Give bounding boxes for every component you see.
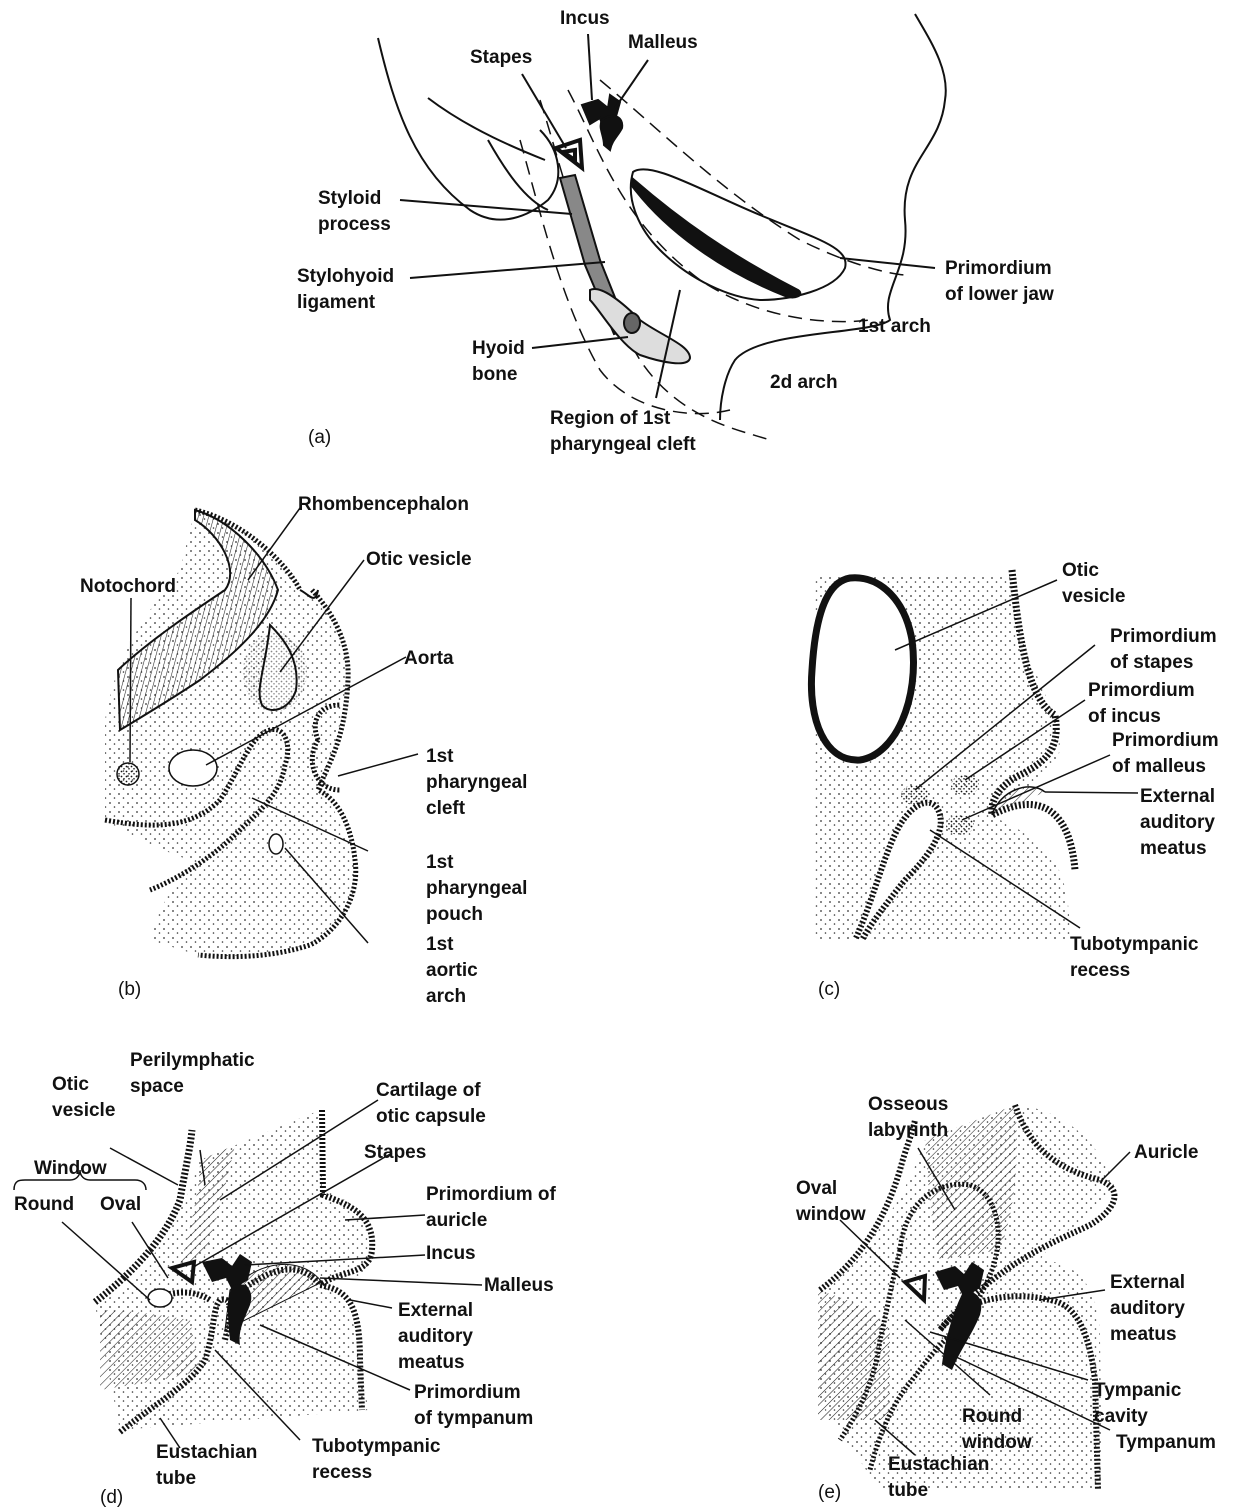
panel-d-tag: (d)	[100, 1485, 123, 1511]
panel-d-label-round: Round	[14, 1192, 74, 1218]
panel-d-label-oval: Oval	[100, 1192, 141, 1218]
panel-a-label-styloid-process: Styloid process	[318, 186, 391, 238]
panel-d-label-cartilage-otic-capsule: Cartilage of otic capsule	[376, 1078, 486, 1130]
panel-c-tag: (c)	[818, 977, 840, 1003]
panel-a-label-stapes: Stapes	[470, 45, 532, 71]
panel-a-label-2d-arch: 2d arch	[770, 370, 838, 396]
panel-a-tag: (a)	[308, 425, 331, 451]
panel-a-label-primordium-lower-jaw: Primordium of lower jaw	[945, 256, 1054, 308]
panel-b-label-aortic-arch: 1st aortic arch	[426, 932, 478, 1010]
panel-c-label-primordium-incus: Primordium of incus	[1088, 678, 1195, 730]
panel-d-label-primordium-auricle: Primordium of auricle	[426, 1182, 556, 1234]
panel-a-label-hyoid-bone: Hyoid bone	[472, 336, 525, 388]
panel-d-label-primordium-tympanum: Primordium of tympanum	[414, 1380, 533, 1432]
panel-e-label-tympanic-cavity: Tympanic cavity	[1094, 1378, 1181, 1430]
panel-d-label-external-auditory-meatus: External auditory meatus	[398, 1298, 473, 1376]
panel-b-label-pharyngeal-pouch: 1st pharyngeal pouch	[426, 850, 527, 928]
panel-a-label-1st-arch: 1st arch	[858, 314, 931, 340]
panel-b-label-aorta: Aorta	[404, 646, 454, 672]
panel-a-label-malleus: Malleus	[628, 30, 698, 56]
panel-b-label-notochord: Notochord	[80, 574, 176, 600]
panel-a-label-region-cleft: Region of 1st pharyngeal cleft	[550, 406, 696, 458]
panel-e-tag: (e)	[818, 1480, 841, 1506]
panel-b-tag: (b)	[118, 977, 141, 1003]
panel-b-label-otic-vesicle: Otic vesicle	[366, 547, 472, 573]
panel-a-label-stylohyoid-ligament: Stylohyoid ligament	[297, 264, 394, 316]
panel-e-label-tympanum: Tympanum	[1116, 1430, 1216, 1456]
panel-d-label-eustachian-tube: Eustachian tube	[156, 1440, 257, 1492]
panel-d-label-tubotympanic-recess: Tubotympanic recess	[312, 1434, 440, 1486]
panel-d-label-malleus: Malleus	[484, 1273, 554, 1299]
panel-d-label-window: Window	[34, 1156, 107, 1182]
panel-c-label-external-auditory-meatus: External auditory meatus	[1140, 784, 1215, 862]
panel-e-label-osseous-labyrinth: Osseous labyrinth	[868, 1092, 948, 1144]
panel-e-label-oval-window: Oval window	[796, 1176, 866, 1228]
panel-b-label-pharyngeal-cleft: 1st pharyngeal cleft	[426, 744, 527, 822]
panel-d-label-incus: Incus	[426, 1241, 476, 1267]
panel-e-label-external-auditory-meatus: External auditory meatus	[1110, 1270, 1185, 1348]
panel-a-label-incus: Incus	[560, 6, 610, 32]
panel-b-label-rhombencephalon: Rhombencephalon	[298, 492, 469, 518]
panel-c-label-tubotympanic-recess: Tubotympanic recess	[1070, 932, 1198, 984]
panel-c-label-primordium-stapes: Primordium of stapes	[1110, 624, 1217, 676]
panel-e-label-round-window: Round window	[962, 1404, 1032, 1456]
panel-c-label-primordium-malleus: Primordium of malleus	[1112, 728, 1219, 780]
panel-e-label-auricle: Auricle	[1134, 1140, 1198, 1166]
panel-d-label-stapes: Stapes	[364, 1140, 426, 1166]
panel-c-label-otic-vesicle: Otic vesicle	[1062, 558, 1125, 610]
panel-d-label-perilymphatic-space: Perilymphatic space	[130, 1048, 255, 1100]
panel-e-label-eustachian-tube: Eustachian tube	[888, 1452, 989, 1504]
panel-d-label-otic-vesicle: Otic vesicle	[52, 1072, 115, 1124]
